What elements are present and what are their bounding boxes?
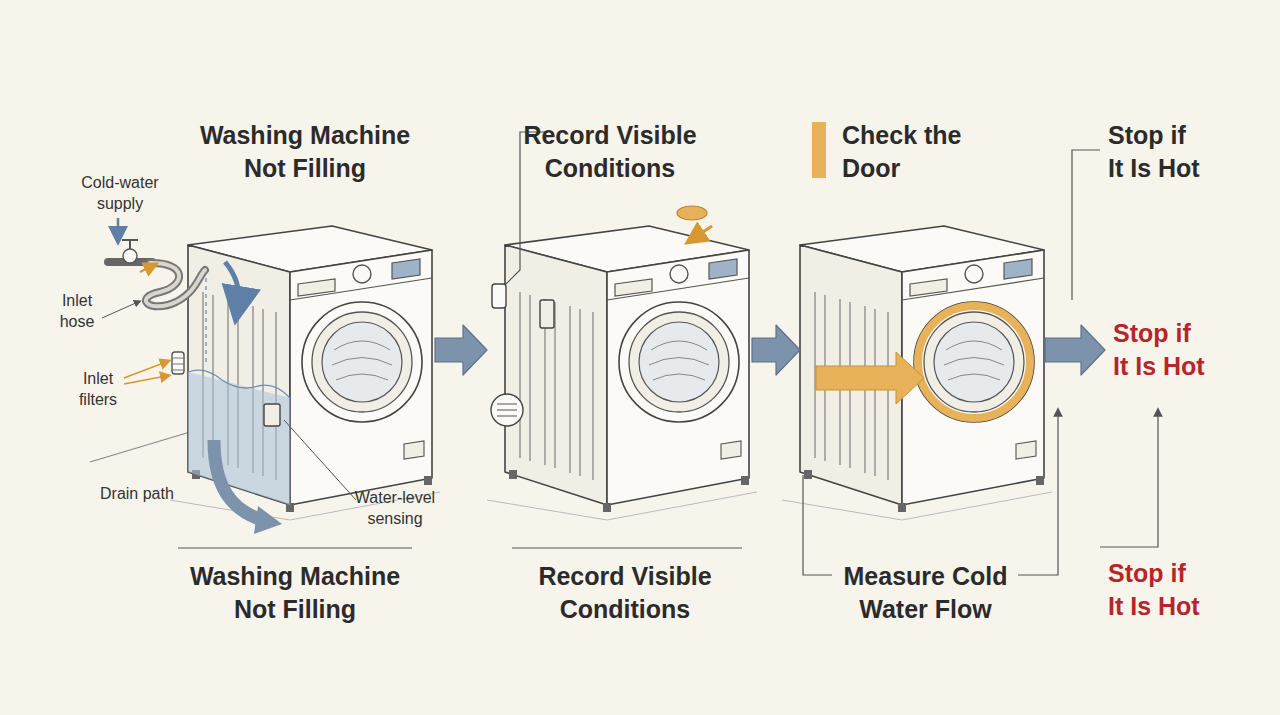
- side-box: [540, 300, 554, 328]
- inlet-hose: [146, 263, 205, 306]
- flow-arrow: [752, 325, 800, 375]
- flow-arrow-shape: [1045, 325, 1105, 375]
- step-heading: Stop if It Is Hot: [1113, 317, 1211, 383]
- door-highlight: [918, 306, 1030, 418]
- water-surface: [188, 370, 290, 398]
- floor-line: [90, 432, 190, 462]
- level-sensor: [264, 404, 280, 426]
- step-caption: Measure Cold Water Flow: [808, 560, 1043, 626]
- step-panel: Washing Machine Not FillingWashing Machi…: [170, 110, 435, 590]
- note-label: Stop if It Is Hot: [1108, 119, 1206, 185]
- part-label: Inlet filters: [72, 368, 124, 410]
- supply-arrow: [117, 218, 120, 236]
- flow-arrow-shape: [752, 325, 800, 375]
- step-panel: Record Visible ConditionsRecord Visible …: [487, 110, 752, 590]
- bracket-line: [1072, 150, 1100, 300]
- step-caption: Record Visible Conditions: [505, 560, 745, 626]
- step-heading: Check the Door: [842, 119, 962, 185]
- inlet-hose-core: [146, 263, 205, 306]
- drain-arrow: [214, 440, 262, 520]
- vent-icon: [491, 394, 523, 426]
- water-fill: [188, 372, 290, 505]
- part-label: Cold-water supply: [78, 172, 162, 214]
- washing-machine: [505, 226, 749, 512]
- coin-disc: [677, 206, 707, 220]
- tap-valve: [123, 249, 137, 263]
- flow-mark: [140, 266, 152, 272]
- vent-grille: [497, 404, 517, 416]
- note-label: Stop if It Is Hot: [1108, 557, 1206, 623]
- step-heading: Washing Machine Not Filling: [180, 119, 430, 185]
- tap-handle: [122, 240, 138, 249]
- leader-line: [284, 420, 356, 500]
- washing-machine: [800, 226, 1044, 512]
- flow-arrow: [1045, 325, 1105, 375]
- stop-step: Stop if It Is Hot: [1105, 315, 1215, 385]
- water-path: [205, 270, 206, 365]
- bracket-line: [1018, 412, 1058, 575]
- flow-arrow-shape: [435, 325, 487, 375]
- step-heading: Record Visible Conditions: [490, 119, 730, 185]
- leader-line: [102, 302, 138, 318]
- bracket-line: [506, 132, 548, 284]
- part-label: Water-level sensing: [345, 487, 445, 529]
- bracket-line: [1100, 412, 1158, 547]
- filter-mesh: [172, 358, 184, 370]
- fill-arrow: [225, 262, 239, 306]
- bracket-line: [803, 475, 832, 575]
- rule-line: [512, 547, 742, 548]
- door-arrow: [816, 352, 924, 404]
- step-caption: Washing Machine Not Filling: [170, 560, 420, 626]
- part-label: Drain path: [100, 483, 200, 504]
- step-panel: Check the DoorMeasure Cold Water Flow: [800, 110, 1045, 590]
- drain-arrow-head: [254, 506, 282, 534]
- leader-line: [124, 376, 166, 384]
- flow-arrow: [435, 325, 487, 375]
- part-label: Inlet hose: [52, 290, 102, 332]
- orange-arrow: [694, 226, 712, 238]
- washing-machine: [188, 226, 432, 512]
- sensor-icon: [492, 284, 506, 308]
- rule-line: [178, 547, 412, 548]
- leader-line: [124, 362, 166, 378]
- accent-bar: [812, 122, 826, 178]
- inlet-filter: [172, 352, 184, 374]
